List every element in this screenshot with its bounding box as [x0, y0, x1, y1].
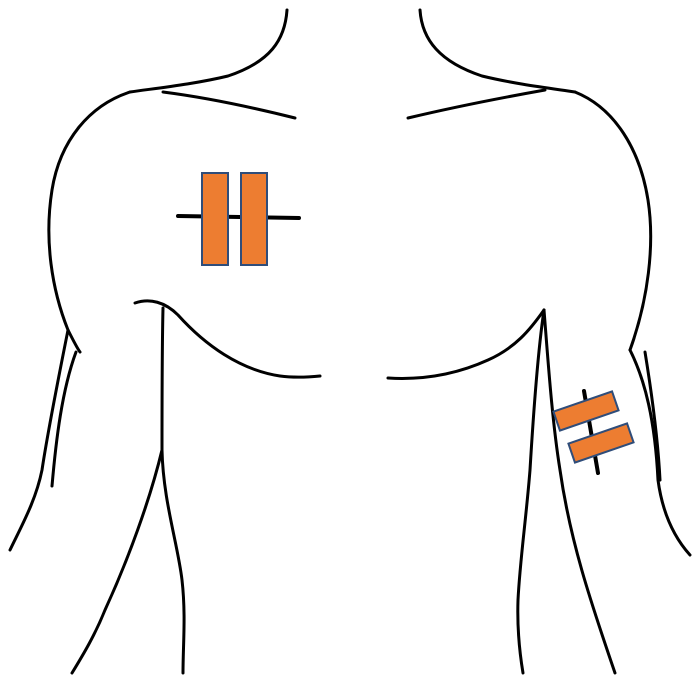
neck: [130, 10, 575, 92]
chest-closure-site: [178, 173, 299, 265]
right-clavicle: [408, 90, 545, 118]
arm-closure-strip-lower: [568, 423, 633, 462]
pectorals: [135, 301, 544, 379]
left-arm-outer-upper: [10, 330, 68, 550]
neck-left-outline: [130, 10, 287, 92]
left-shoulder-outline: [49, 92, 130, 352]
left-arm: [10, 92, 162, 673]
neck-right-outline: [420, 10, 575, 92]
torso-sides: [162, 308, 544, 673]
chest-closure-strip-left: [202, 173, 228, 265]
right-shoulder-outline: [575, 92, 651, 350]
chest-incision-line: [178, 216, 299, 218]
left-arm-outer-deltoid: [52, 352, 76, 486]
right-arm-outer-upper: [630, 350, 690, 555]
clavicles: [163, 90, 545, 118]
right-arm: [544, 92, 690, 673]
right-arm-inner: [544, 310, 615, 673]
right-pectoral-line: [388, 310, 544, 378]
left-clavicle: [163, 92, 295, 118]
arm-closure-site: [553, 391, 633, 473]
right-torso-side: [518, 310, 544, 673]
right-arm-outer-deltoid: [645, 352, 660, 480]
left-torso-side: [162, 308, 184, 673]
chest-closure-strip-right: [241, 173, 267, 265]
left-arm-inner: [72, 450, 162, 673]
